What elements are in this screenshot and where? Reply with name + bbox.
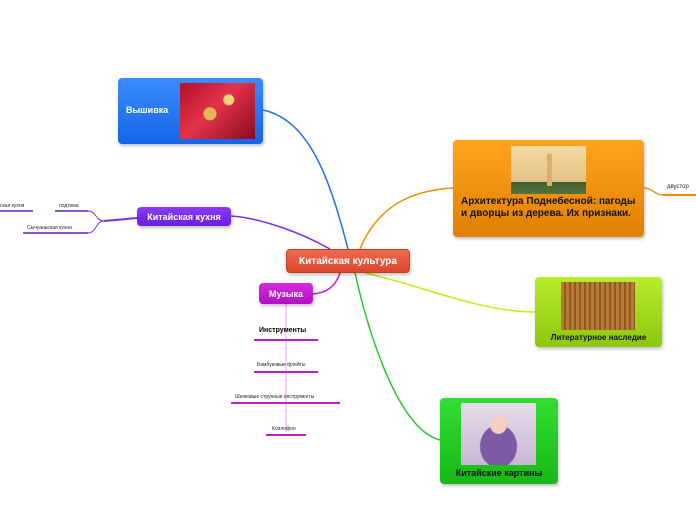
connector-arch-child bbox=[643, 187, 664, 196]
muzyka-subtopic-4[interactable]: Ксилофон bbox=[272, 426, 296, 432]
connector-arch bbox=[359, 187, 454, 250]
topic-vyshivka-label: Вышивка bbox=[126, 105, 169, 115]
bamboo-scroll-image bbox=[561, 282, 635, 330]
topic-kart-label: Китайские картины bbox=[455, 468, 543, 478]
painting-image bbox=[461, 403, 536, 465]
connector-kart bbox=[354, 272, 441, 441]
kuhnya-subtopic-3[interactable]: Сычуаньская кухня bbox=[27, 225, 72, 231]
topic-muzyka-label: Музыка bbox=[268, 288, 304, 299]
topic-muzyka[interactable]: Музыка bbox=[259, 283, 313, 304]
topic-arch[interactable]: Архитектура Поднебесной: пагоды и дворцы… bbox=[453, 140, 644, 237]
kuhnya-subtopic-2[interactable]: подтема bbox=[59, 203, 79, 209]
kuhnya-junction bbox=[103, 217, 138, 222]
muzyka-subtopic-1[interactable]: Инструменты bbox=[259, 327, 307, 334]
central-topic-label: Китайская культура bbox=[299, 255, 397, 267]
arch-subtopic-1[interactable]: двустор bbox=[667, 184, 689, 190]
topic-vyshivka[interactable]: Вышивка bbox=[118, 78, 263, 144]
connector-kuhnya bbox=[230, 215, 331, 250]
topic-kuhnya-label: Китайская кухня bbox=[147, 211, 221, 222]
topic-lit-label: Литературное наследие bbox=[550, 333, 647, 342]
connector-kuhnya-1 bbox=[87, 210, 105, 222]
muzyka-subtopic-3[interactable]: Шелковые струнные инструменты bbox=[235, 394, 315, 400]
connector-kuhnya-2 bbox=[87, 220, 105, 234]
topic-arch-label: Архитектура Поднебесной: пагоды и дворцы… bbox=[461, 196, 636, 219]
topic-lit[interactable]: Литературное наследие bbox=[535, 277, 662, 347]
pagoda-image bbox=[511, 146, 586, 194]
topic-kart[interactable]: Китайские картины bbox=[440, 398, 558, 484]
muzyka-subtopic-2[interactable]: Бамбуковые флейты bbox=[257, 362, 306, 368]
connector-lit bbox=[364, 272, 536, 313]
connector-vyshivka bbox=[262, 109, 349, 250]
topic-kuhnya[interactable]: Китайская кухня bbox=[137, 207, 231, 226]
connector-muzyka bbox=[312, 272, 341, 295]
embroidery-image bbox=[180, 83, 255, 139]
kuhnya-subtopic-1[interactable]: ская кухня bbox=[0, 203, 25, 209]
central-topic[interactable]: Китайская культура bbox=[286, 249, 410, 273]
